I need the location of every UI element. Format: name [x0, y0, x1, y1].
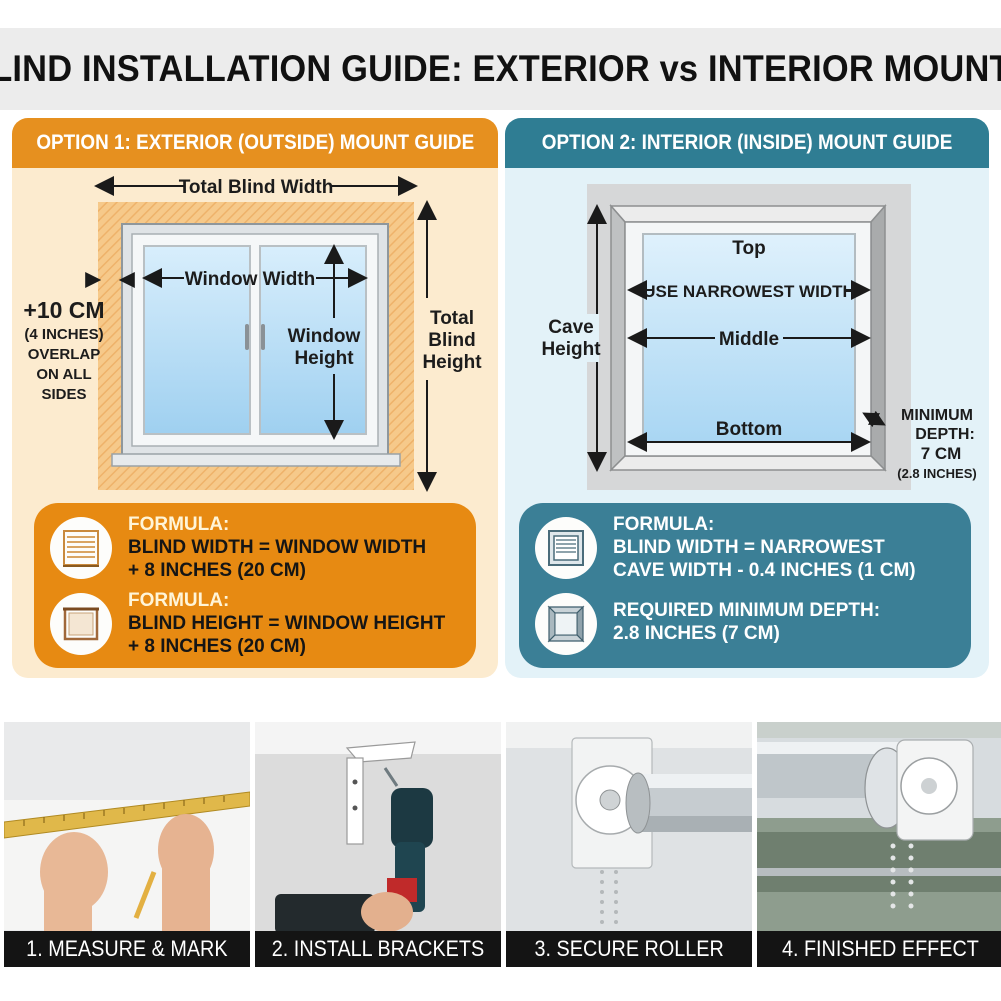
step-2-caption: 2. INSTALL BRACKETS	[255, 931, 501, 967]
roller-illustration	[506, 722, 752, 967]
interior-depth-formula: REQUIRED MINIMUM DEPTH: 2.8 INCHES (7 CM…	[613, 600, 881, 644]
top-label: Top	[732, 238, 765, 259]
exterior-diagram: Total Blind Width Window Width Window He…	[23, 176, 482, 492]
step-1-caption: 1. MEASURE & MARK	[4, 931, 250, 967]
blind-width-icon	[50, 517, 112, 579]
interior-width-formula: FORMULA: BLIND WIDTH = NARROWEST CAVE WI…	[613, 514, 916, 581]
total-blind-height-label-line3: Height	[422, 352, 482, 373]
exterior-panel-header: OPTION 1: EXTERIOR (OUTSIDE) MOUNT GUIDE	[12, 118, 498, 168]
exterior-width-formula: FORMULA: BLIND WIDTH = WINDOW WIDTH + 8 …	[128, 514, 427, 581]
exterior-mount-panel: OPTION 1: EXTERIOR (OUTSIDE) MOUNT GUIDE	[12, 118, 498, 678]
interior-panel-header: OPTION 2: INTERIOR (INSIDE) MOUNT GUIDE	[505, 118, 989, 168]
drill-illustration	[255, 722, 501, 967]
window-height-label-line2: Height	[294, 348, 354, 369]
step-3-caption: 3. SECURE ROLLER	[506, 931, 752, 967]
inside-mount-icon	[535, 517, 597, 579]
overlap-line3: OVERLAP	[28, 346, 101, 363]
cave-height-label-line2: Height	[541, 339, 601, 360]
exterior-formula-box: FORMULA: BLIND WIDTH = WINDOW WIDTH + 8 …	[34, 503, 476, 668]
step-3-roller: 3. SECURE ROLLER	[506, 722, 752, 967]
overlap-line4: ON ALL	[36, 366, 91, 383]
step-2-brackets: 2. INSTALL BRACKETS	[255, 722, 501, 967]
total-blind-height-label-line1: Total	[430, 308, 474, 329]
depth-frame-icon	[535, 593, 597, 655]
step-4-caption: 4. FINISHED EFFECT	[757, 931, 1001, 967]
interior-mount-panel: OPTION 2: INTERIOR (INSIDE) MOUNT GUIDE …	[505, 118, 989, 678]
bottom-label: Bottom	[716, 419, 782, 440]
window-sill	[111, 453, 401, 467]
window-width-label: Window Width	[185, 269, 316, 290]
cave-height-label-line1: Cave	[548, 317, 593, 338]
use-narrowest-width-label: USE NARROWEST WIDTH	[643, 282, 855, 301]
min-depth-line1: MINIMUM	[901, 407, 973, 424]
interior-diagram: Top USE NARROWEST WIDTH Middle Bottom Ca…	[541, 184, 977, 490]
overlap-value: +10 CM	[23, 297, 104, 323]
overlap-inches: (4 INCHES)	[24, 326, 103, 343]
min-depth-line3: 7 CM	[921, 444, 962, 463]
min-depth-line4: (2.8 INCHES)	[897, 466, 976, 481]
measure-illustration	[4, 722, 250, 967]
step-1-measure: 1. MEASURE & MARK	[4, 722, 250, 967]
interior-formula-box: FORMULA: BLIND WIDTH = NARROWEST CAVE WI…	[519, 503, 971, 668]
title-bar: BLIND INSTALLATION GUIDE: EXTERIOR vs IN…	[0, 28, 1001, 110]
total-blind-width-label: Total Blind Width	[179, 177, 334, 198]
total-blind-height-label-line2: Blind	[428, 330, 476, 351]
installation-steps: 1. MEASURE & MARK 2. INSTALL BRACKETS	[0, 722, 1001, 967]
exterior-height-formula: FORMULA: BLIND HEIGHT = WINDOW HEIGHT + …	[128, 590, 446, 657]
middle-label: Middle	[719, 329, 779, 350]
step-4-finished: 4. FINISHED EFFECT	[757, 722, 1001, 967]
overlap-line5: SIDES	[41, 386, 86, 403]
window-height-label-line1: Window	[288, 326, 361, 347]
blind-height-icon	[50, 593, 112, 655]
page-title: BLIND INSTALLATION GUIDE: EXTERIOR vs IN…	[0, 48, 1001, 89]
min-depth-line2: DEPTH:	[915, 426, 975, 443]
finished-illustration	[757, 722, 1001, 967]
